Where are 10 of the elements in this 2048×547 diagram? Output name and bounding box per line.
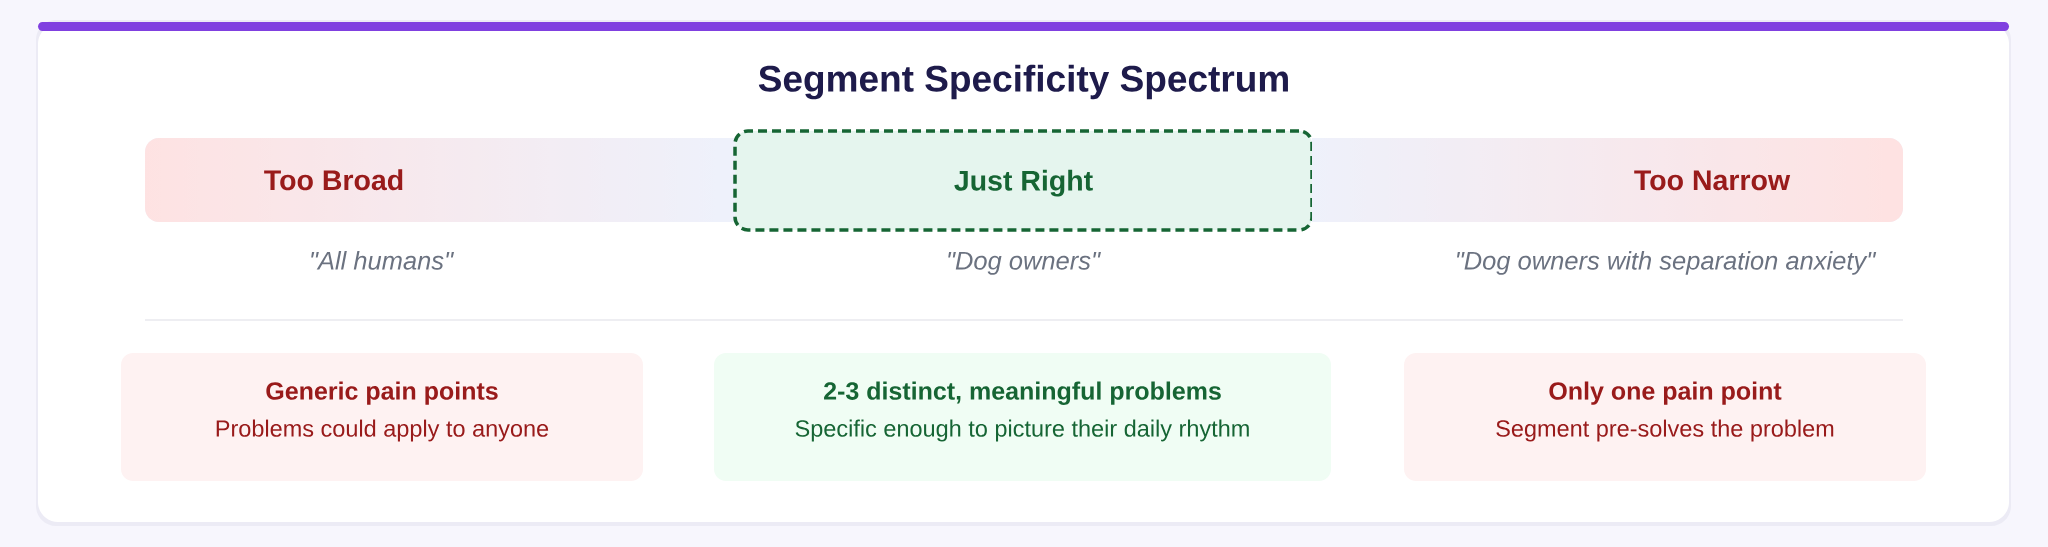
quote-text: "Dog owners" (948, 251, 1101, 275)
problem-card: Generic pain points Problems could apply to anyone (121, 353, 643, 481)
title: Segment Specificity Spectrum (758, 64, 1288, 100)
spectrum-segment: Too Broad (145, 138, 735, 222)
spectrum-segment: Too Narrow (1312, 138, 1903, 222)
problem-card: Only one pain point Segment pre-solves the problem (1404, 353, 1926, 481)
quote-text: "Dog owners with separation anxiety" (1457, 251, 1877, 275)
highlight-box: Just Right (733, 129, 1314, 232)
problem-card: 2-3 distinct, meaningful problems Specific enough to picture their daily rhythm (714, 353, 1331, 481)
quote-text: "All humans" (311, 251, 455, 270)
